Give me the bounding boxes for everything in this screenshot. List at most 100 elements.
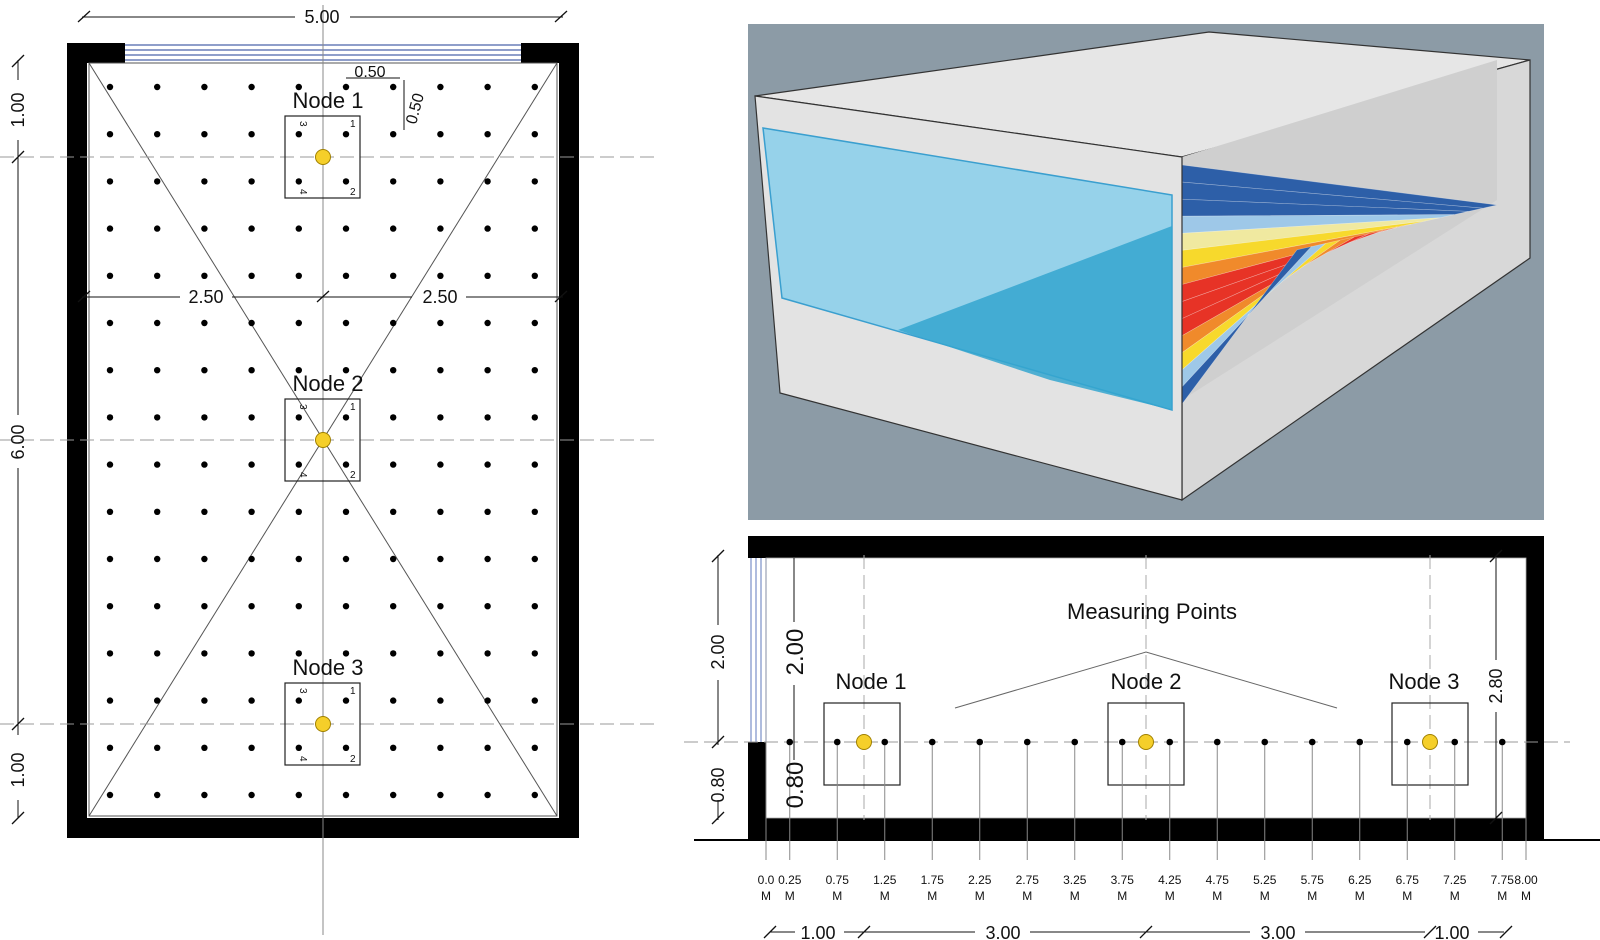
section-measuring-point [928,738,936,746]
section-node-1-label: Node 1 [836,669,907,694]
section-floor [766,818,1526,840]
plan-measuring-point [248,225,255,232]
plan-node-2-corner-3: 3 [297,404,308,410]
plan-measuring-point [342,414,350,421]
section-tick-unit: M [1022,889,1032,903]
plan-node-3-label: Node 3 [293,655,364,680]
plan-measuring-point [390,414,397,421]
section-tick-unit: M [1307,889,1317,903]
plan-node-1-label: Node 1 [293,88,364,113]
plan-measuring-point [390,367,397,374]
section-tick-value: 4.25 [1158,873,1182,887]
section-dims-bottom: 1.00 3.00 3.00 1.00 [763,923,1513,940]
plan-measuring-point [248,697,255,704]
section-tick-labels: 0.0M0.25M0.75M1.25M1.75M2.25M2.75M3.25M3… [758,873,1538,903]
plan-measuring-point [154,319,161,327]
plan-measuring-point [531,131,538,138]
plan-measuring-point [154,650,161,657]
plan-measuring-point [437,367,444,374]
section-measuring-point [1261,738,1269,746]
section-dim-bottom-1: 1.00 [800,923,835,940]
plan-measuring-point [248,508,255,515]
plan-measuring-point [106,744,114,751]
plan-measuring-point [154,83,161,91]
plan-measuring-point [106,508,114,515]
plan-measuring-point [437,697,444,704]
section-measuring-point [881,738,889,746]
plan-measuring-point [437,131,444,138]
section-measuring-point [786,738,794,746]
plan-measuring-point [154,272,161,279]
plan-measuring-point [295,603,302,610]
plan-measuring-point [295,461,302,468]
section-tick-value: 6.25 [1348,873,1372,887]
plan-measuring-point [295,697,302,704]
plan-measuring-point [342,603,350,610]
plan-measuring-point [154,791,161,799]
plan-measuring-point [295,319,302,327]
plan-measuring-point [106,791,114,799]
plan-measuring-point [106,83,114,91]
plan-node-2-corner-2: 2 [350,470,356,481]
section-tick-unit: M [1450,889,1460,903]
plan-measuring-point [248,603,255,610]
section-tick-unit: M [1355,889,1365,903]
plan-measuring-point [342,791,350,799]
plan-node-3-corner-4: 4 [297,756,308,762]
plan-measuring-point [437,791,444,799]
plan-measuring-point [154,178,161,185]
plan-measuring-point [390,83,397,91]
section-dim-outer-lower: 0.80 [708,767,728,802]
plan-measuring-point [531,461,538,468]
section-measuring-point [1071,738,1079,746]
plan-measuring-point [531,603,538,610]
plan-measuring-point [484,178,491,185]
section-dim-bottom-3: 3.00 [1260,923,1295,940]
plan-dim-left-top: 1.00 [8,92,28,127]
plan-measuring-point [484,697,491,704]
section-tick-value: 2.75 [1016,873,1040,887]
plan-dim-half-left: 2.50 [188,287,223,307]
plan-measuring-point [484,508,491,515]
render-heatmap [1181,164,1498,405]
plan-measuring-point [342,367,350,374]
plan-measuring-point [106,697,114,704]
plan-measuring-point [154,414,161,421]
plan-measuring-point [342,461,350,468]
section-tick-value: 8.00 [1514,873,1538,887]
section-tick-value: 1.25 [873,873,897,887]
plan-measuring-point [437,414,444,421]
plan-measuring-point [531,83,538,91]
plan-measuring-point [342,697,350,704]
plan-measuring-point [342,508,350,515]
plan-measuring-point [484,367,491,374]
plan-measuring-point [342,319,350,327]
plan-measuring-point [154,603,161,610]
plan-measuring-point [390,319,397,327]
section-tick-unit: M [1402,889,1412,903]
section-window [750,558,767,742]
plan-measuring-point [531,367,538,374]
plan-measuring-point [295,555,302,563]
section-tick-value: 5.25 [1253,873,1277,887]
plan-measuring-point [390,131,397,138]
plan-measuring-point [390,508,397,515]
plan-measuring-point [201,367,208,374]
plan-measuring-point [531,791,538,799]
plan-measuring-point [106,225,114,232]
plan-measuring-point [295,272,302,279]
plan-measuring-point [295,791,302,799]
plan-measuring-point [201,414,208,421]
plan-measuring-point [390,791,397,799]
plan-dim-left-bot: 1.00 [8,752,28,787]
plan-node-1-corner-1: 1 [350,119,356,130]
render-view [748,24,1544,520]
plan-measuring-point [248,319,255,327]
section-tick-value: 4.75 [1206,873,1230,887]
section-tick-value: 0.25 [778,873,802,887]
plan-measuring-point [295,414,302,421]
section-tick-value: 2.25 [968,873,992,887]
plan-measuring-point [437,319,444,327]
plan-measuring-point [154,508,161,515]
